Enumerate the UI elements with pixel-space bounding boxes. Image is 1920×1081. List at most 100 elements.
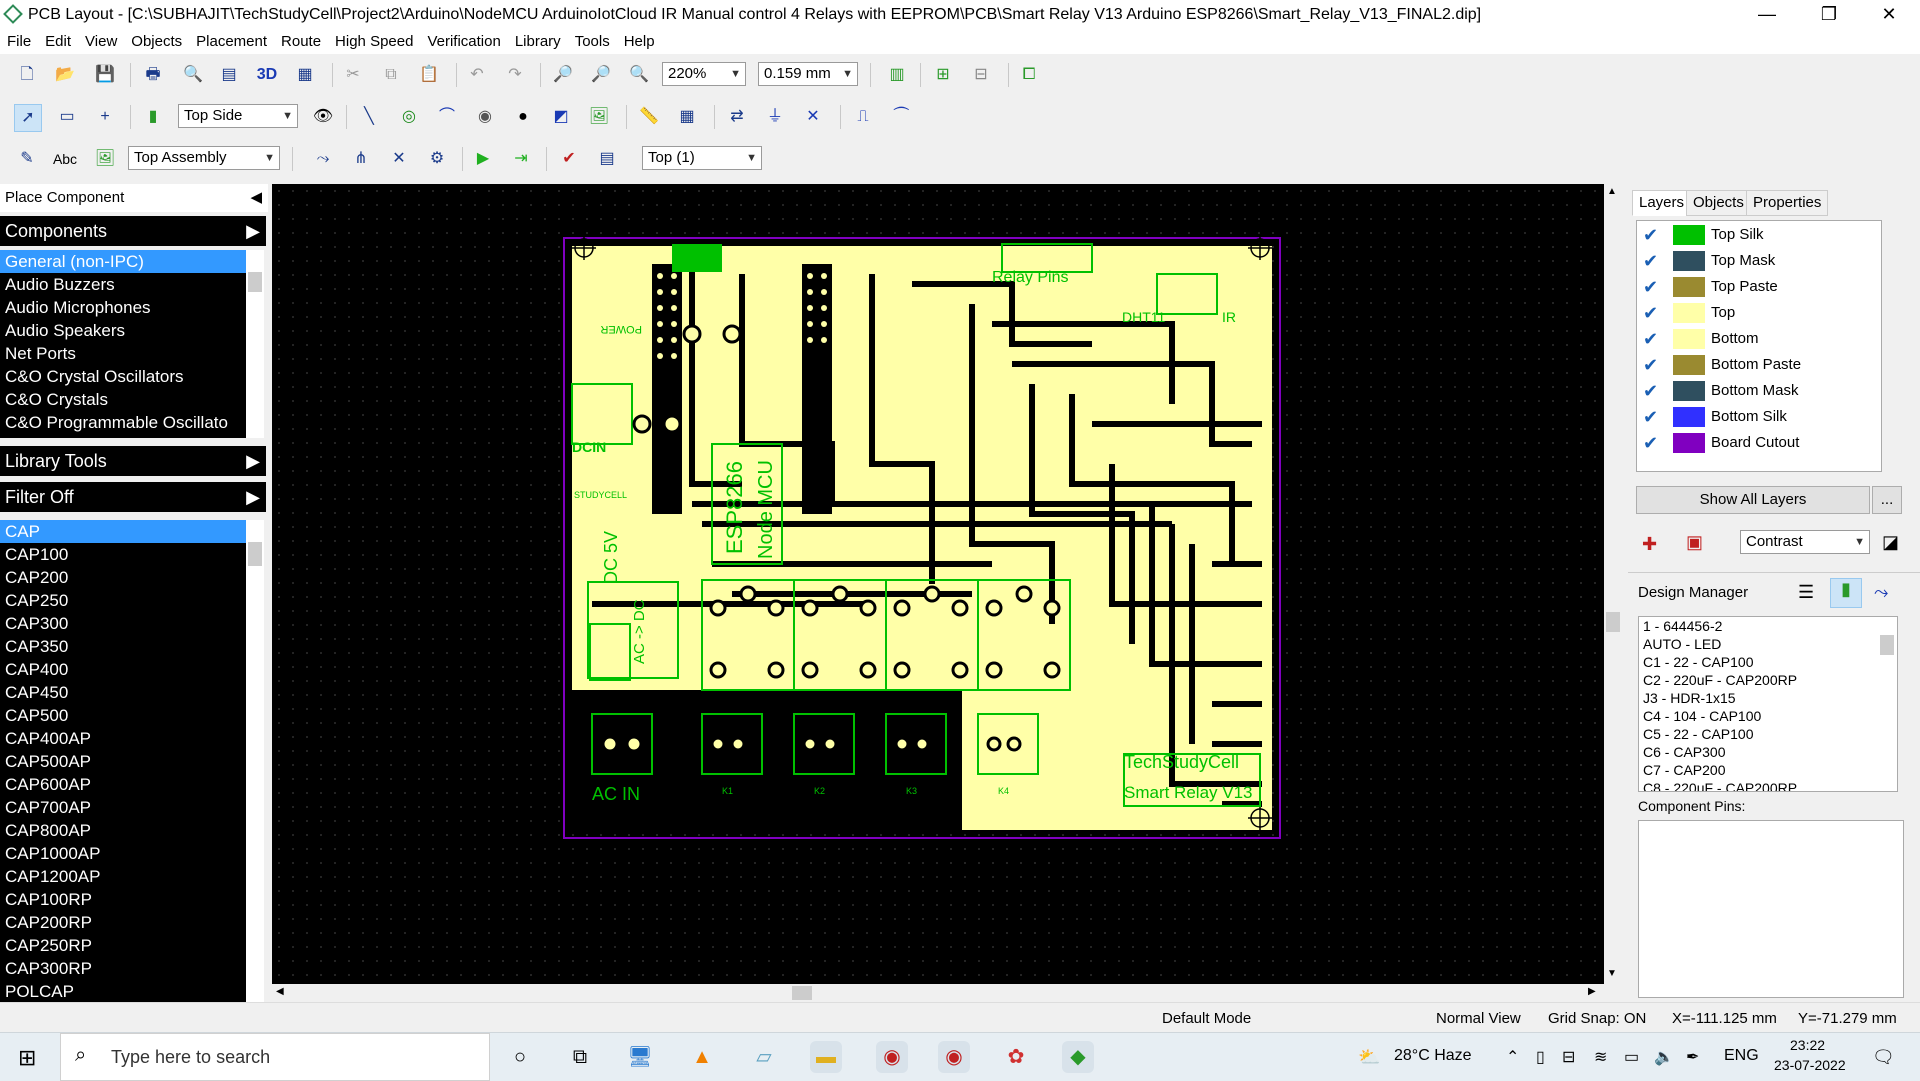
assembly-edit-icon[interactable]: ✎ <box>20 150 34 167</box>
list-item[interactable]: General (non-IPC) <box>0 250 246 273</box>
list-item[interactable]: CAP200RP <box>5 913 92 932</box>
layer-row[interactable]: ✔Top Silk <box>1641 223 1877 247</box>
checkmark-icon[interactable]: ✔ <box>1643 251 1659 271</box>
netlist-icon[interactable]: ▥ <box>889 66 905 83</box>
menu-help[interactable]: Help <box>623 33 655 50</box>
scroll-left-icon[interactable]: ◀ <box>276 986 284 997</box>
zoom-select[interactable]: 220%▼ <box>662 62 746 86</box>
align-icon[interactable]: ⏚ <box>766 108 783 125</box>
list-item[interactable]: 1 - 644456-2 <box>1643 618 1723 634</box>
select-pointer-icon[interactable]: ➚ <box>14 104 42 132</box>
taskbar-search[interactable]: ⌕ Type here to search <box>60 1033 490 1081</box>
grid-size-select[interactable]: 0.159 mm▼ <box>758 62 858 86</box>
tray-device-icon[interactable]: ▯ <box>1536 1049 1545 1066</box>
layer-row[interactable]: ✔Bottom Paste <box>1641 353 1877 377</box>
copy-icon[interactable]: ⧉ <box>385 66 397 83</box>
tab-layers[interactable]: Layers <box>1632 190 1692 216</box>
export-icon[interactable]: ⇥ <box>514 150 528 167</box>
checkmark-icon[interactable]: ✔ <box>1643 303 1659 323</box>
drc-report-icon[interactable]: ▤ <box>599 150 615 167</box>
layer-row[interactable]: ✔Board Cutout <box>1641 431 1877 455</box>
grid-view-icon[interactable]: ▦ <box>297 66 313 83</box>
windows-icon[interactable]: ⧠ <box>1022 66 1036 83</box>
parts-scrollbar[interactable] <box>246 520 264 1002</box>
layer-set-icon[interactable]: ▣ <box>1686 532 1704 552</box>
checkmark-icon[interactable]: ✔ <box>1643 407 1659 427</box>
pen-icon[interactable]: ✒ <box>1686 1049 1700 1066</box>
list-item[interactable]: CAP100RP <box>5 890 92 909</box>
list-item[interactable]: CAP400AP <box>5 729 91 748</box>
list-item[interactable]: C&O Programmable Oscillato <box>5 413 228 432</box>
cross-route-icon[interactable]: ✕ <box>392 150 406 167</box>
flip-icon[interactable]: ⇄ <box>730 108 744 125</box>
menu-edit[interactable]: Edit <box>45 33 72 50</box>
list-item[interactable]: CAP1200AP <box>5 867 101 886</box>
battery-icon[interactable]: ▭ <box>1624 1049 1640 1066</box>
print-icon[interactable]: 🖶 <box>145 66 161 83</box>
list-item[interactable]: C4 - 104 - CAP100 <box>1643 708 1762 724</box>
list-item[interactable]: CAP800AP <box>5 821 91 840</box>
scroll-up-icon[interactable]: ▲ <box>1607 186 1617 197</box>
chrome-profile-icon[interactable]: ◉ <box>938 1041 970 1073</box>
pc-icon[interactable]: 🖥 <box>627 1046 653 1068</box>
menu-view[interactable]: View <box>85 33 118 50</box>
windows-start-icon[interactable]: ⊞ <box>18 1045 37 1070</box>
scroll-down-icon[interactable]: ▼ <box>1607 968 1617 979</box>
notification-icon[interactable]: 🗨 <box>1872 1047 1895 1067</box>
list-item[interactable]: CAP250 <box>5 591 69 610</box>
layer-row[interactable]: ✔Bottom Mask <box>1641 379 1877 403</box>
layer-row[interactable]: ✔Bottom <box>1641 327 1877 351</box>
new-file-icon[interactable]: 🗋 <box>20 66 34 83</box>
list-item[interactable]: C8 - 220uF - CAP200RP <box>1643 780 1798 792</box>
list-item[interactable]: CAP100 <box>5 545 69 564</box>
collapse-icon[interactable]: ◀ <box>250 189 262 206</box>
layer-row[interactable]: ✔Top Mask <box>1641 249 1877 273</box>
binoculars-icon[interactable]: 👁 <box>312 108 334 125</box>
list-item[interactable]: CAP600AP <box>5 775 91 794</box>
zoom-fit-icon[interactable]: 🔍 <box>629 66 649 83</box>
volume-icon[interactable]: 🔈 <box>1654 1049 1674 1066</box>
hole-icon[interactable]: ● <box>518 108 528 125</box>
menu-objects[interactable]: Objects <box>131 33 183 50</box>
canvas-vertical-scrollbar[interactable]: ▲ ▼ <box>1604 184 1622 984</box>
report-icon[interactable]: ▤ <box>221 66 237 83</box>
filter-header[interactable]: Filter Off▶ <box>0 482 266 512</box>
disabled-components-icon[interactable]: ⊟ <box>974 66 988 83</box>
unroute-icon[interactable]: ✕ <box>806 108 820 125</box>
list-item[interactable]: C1 - 22 - CAP100 <box>1643 654 1754 670</box>
component-pins-list[interactable] <box>1638 820 1904 998</box>
layer-row[interactable]: ✔Top <box>1641 301 1877 325</box>
clock-date[interactable]: 23-07-2022 <box>1774 1057 1846 1073</box>
add-layer-icon[interactable]: ✚ <box>1642 534 1658 554</box>
vlc-icon[interactable]: ▲ <box>692 1046 712 1068</box>
scroll-thumb[interactable] <box>1606 612 1620 632</box>
dm-scrollbar[interactable] <box>1878 617 1896 789</box>
network-icon[interactable]: ⊟ <box>1562 1049 1576 1066</box>
run-icon[interactable]: ▶ <box>476 150 490 167</box>
side-select[interactable]: Top Side▼ <box>178 104 298 128</box>
more-button[interactable]: ... <box>1872 486 1902 514</box>
list-item[interactable]: CAP700AP <box>5 798 91 817</box>
components-header[interactable]: Components▶ <box>0 216 266 246</box>
list-item[interactable]: CAP250RP <box>5 936 92 955</box>
list-item[interactable]: Audio Microphones <box>5 298 151 317</box>
text-tool[interactable]: Abc <box>52 151 78 167</box>
layer-row[interactable]: ✔Bottom Silk <box>1641 405 1877 429</box>
close-button[interactable]: ✕ <box>1881 4 1897 24</box>
components-icon[interactable]: ⊞ <box>936 66 950 83</box>
clock-time[interactable]: 23:22 <box>1790 1037 1826 1053</box>
list-item[interactable]: C7 - CAP200 <box>1643 762 1726 778</box>
branch-icon[interactable]: ⋔ <box>354 150 368 167</box>
signal-pulse-icon[interactable]: ⎍ <box>857 108 869 125</box>
copper-pour-icon[interactable]: ◩ <box>553 108 569 125</box>
table-icon[interactable]: ▦ <box>679 108 695 125</box>
cut-icon[interactable]: ✂ <box>346 66 360 83</box>
checkmark-icon[interactable]: ✔ <box>1643 277 1659 297</box>
list-item[interactable]: CAP1000AP <box>5 844 101 863</box>
zoom-in-icon[interactable]: 🔎 <box>553 66 573 83</box>
show-all-layers-button[interactable]: Show All Layers <box>1636 486 1870 514</box>
category-scrollbar[interactable] <box>246 250 264 438</box>
place-component-icon[interactable]: ▮ <box>148 108 158 125</box>
scroll-thumb[interactable] <box>792 986 812 1000</box>
list-item[interactable]: Net Ports <box>5 344 76 363</box>
